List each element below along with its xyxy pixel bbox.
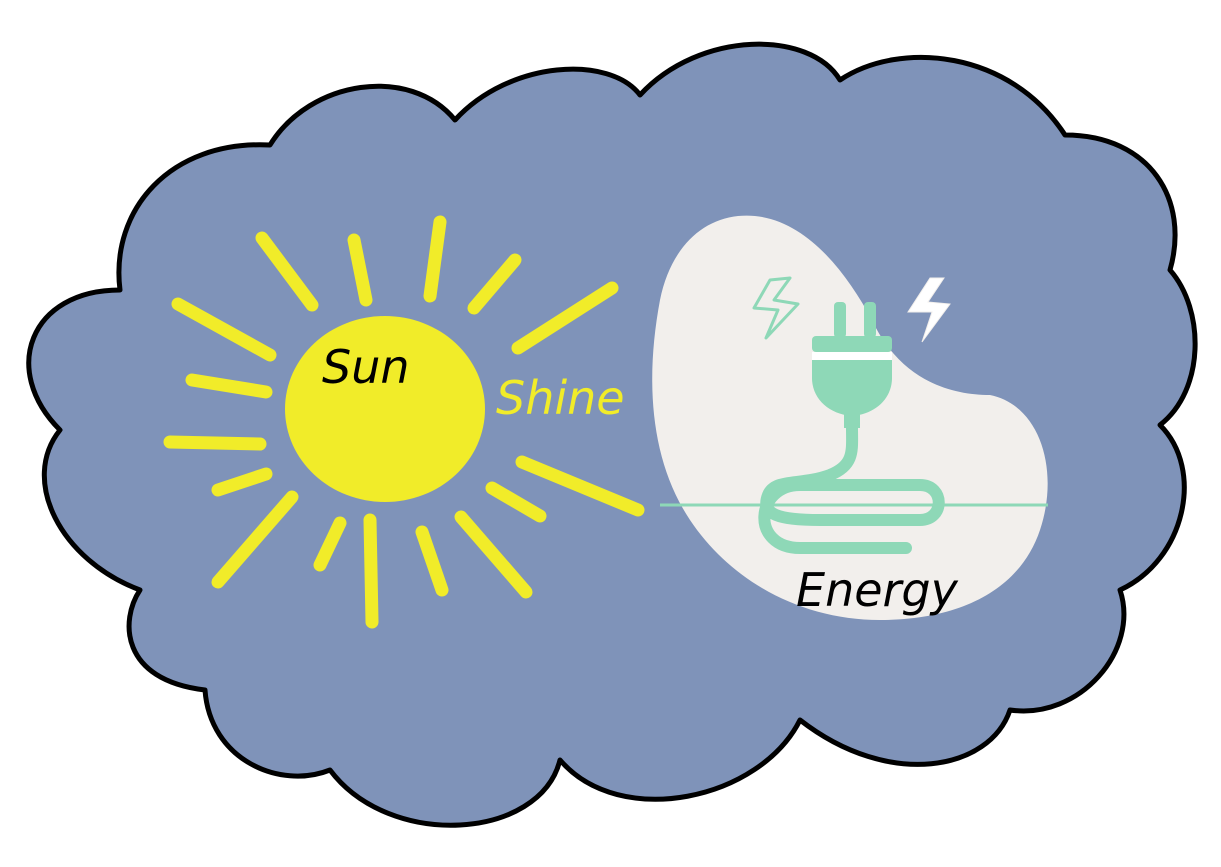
sun-ray [171, 297, 277, 362]
plug-cable [758, 422, 945, 554]
sun-ray [515, 455, 645, 517]
cloud-icon [26, 41, 1198, 828]
sun-ray [163, 435, 267, 451]
sun-ray [485, 481, 547, 523]
energy-label: Energy [796, 563, 959, 617]
sun-ray [313, 516, 347, 572]
lightning-icon [907, 277, 951, 343]
sun-ray [211, 490, 299, 589]
plug-prong [834, 302, 846, 338]
sun-icon [285, 316, 485, 502]
sun-ray [423, 215, 447, 303]
sun-ray [467, 253, 522, 315]
sun-ray [185, 373, 273, 399]
sun-label: Sun [322, 340, 410, 394]
sun-ray [454, 510, 533, 599]
shine-label: Shine [496, 371, 625, 425]
sun-ray [347, 233, 373, 307]
plug-head-top [812, 336, 892, 352]
plug-prong [864, 302, 876, 338]
sun-ray [511, 281, 619, 355]
plug-head-stripe [812, 352, 892, 360]
sun-rays [163, 215, 645, 629]
sun-ray [363, 513, 379, 629]
plug-icon [758, 302, 945, 554]
sun-ray [415, 525, 449, 597]
plug-head-body [812, 360, 892, 416]
lightning-icon [752, 276, 800, 340]
sun-ray [211, 467, 273, 497]
sun-ray [255, 231, 319, 312]
